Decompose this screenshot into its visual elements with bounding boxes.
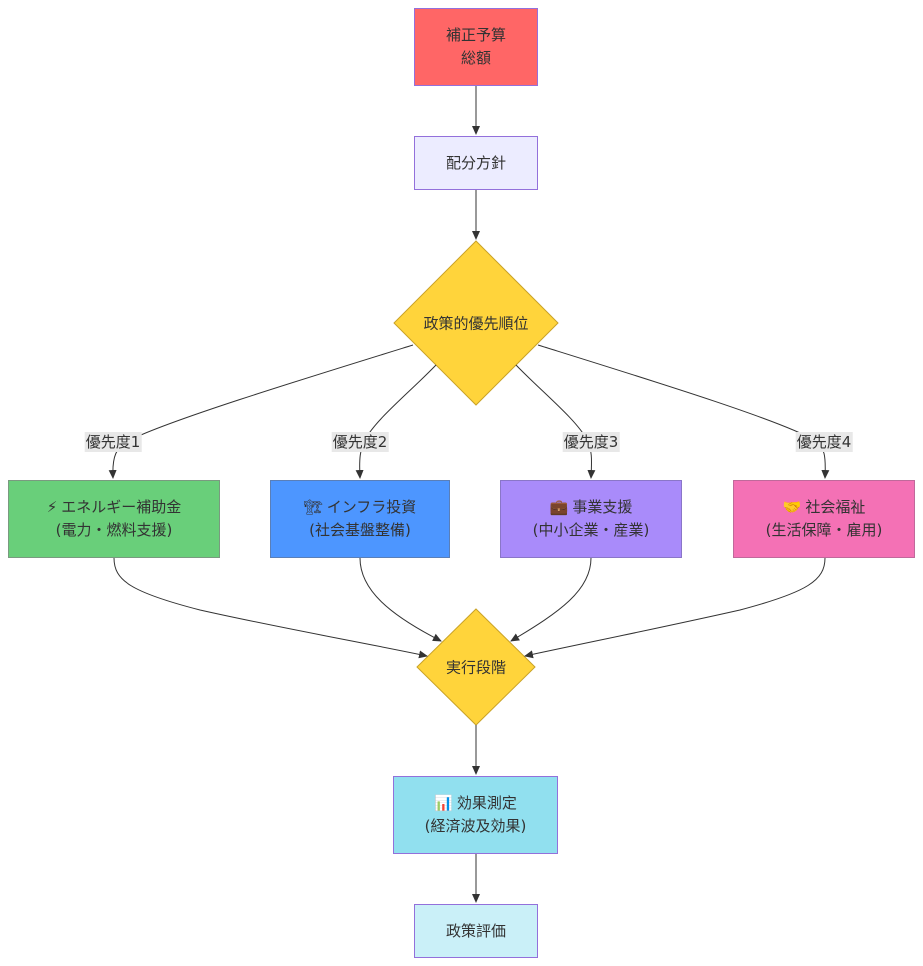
node-energy-line2: (電力・燃料支援) — [55, 521, 173, 539]
node-welfare-line1: 社会福祉 — [805, 498, 866, 516]
node-business-line1: 事業支援 — [572, 498, 633, 516]
node-measure-line2: (経済波及効果) — [424, 817, 527, 835]
node-energy-line1: エネルギー補助金 — [61, 498, 182, 516]
edge-infra-execute — [359, 557, 442, 642]
edge-label-priority-3: 優先度3 — [562, 432, 620, 452]
node-allocation-policy: 配分方針 — [414, 136, 538, 190]
node-business-support: 💼事業支援 (中小企業・産業) — [500, 480, 682, 558]
construction-icon: 🏗 — [303, 498, 323, 516]
node-effect-measurement: 📊効果測定 (経済波及効果) — [393, 776, 558, 854]
edge-label-priority-4: 優先度4 — [795, 432, 853, 452]
node-measure-line1: 効果測定 — [456, 794, 517, 812]
edge-label-priority-2: 優先度2 — [331, 432, 389, 452]
edge-label-priority-1: 優先度1 — [84, 432, 142, 452]
node-evaluate-label: 政策評価 — [445, 921, 506, 940]
priority-diamond — [393, 240, 559, 406]
node-infra-line2: (社会基盤整備) — [309, 521, 411, 539]
node-policy-priority-label: 政策的優先順位 — [423, 314, 529, 333]
edge-priority-welfare — [537, 344, 830, 479]
edge-priority-infra — [355, 364, 437, 479]
handshake-icon: 🤝 — [782, 498, 802, 516]
node-business-line2: (中小企業・産業) — [532, 521, 650, 539]
bar-chart-icon: 📊 — [434, 794, 453, 812]
edge-priority-business — [515, 364, 596, 479]
node-budget-line1: 補正予算 — [445, 26, 506, 44]
node-policy-label: 配分方針 — [445, 153, 506, 172]
briefcase-icon: 💼 — [549, 498, 569, 516]
node-budget-total: 補正予算 総額 — [414, 8, 538, 86]
edge-priority-energy — [108, 344, 414, 479]
edge-energy-execute — [113, 557, 428, 659]
node-budget-line2: 総額 — [460, 49, 491, 67]
node-social-welfare: 🤝社会福祉 (生活保障・雇用) — [733, 480, 915, 558]
lightning-icon: ⚡ — [46, 498, 58, 516]
node-infrastructure: 🏗インフラ投資 (社会基盤整備) — [270, 480, 450, 558]
node-execution-stage-label: 実行段階 — [445, 658, 507, 677]
node-welfare-line2: (生活保障・雇用) — [765, 521, 883, 539]
edge-welfare-execute — [524, 557, 826, 659]
node-policy-evaluation: 政策評価 — [414, 904, 538, 958]
edge-business-execute — [510, 557, 592, 642]
node-energy-subsidy: ⚡エネルギー補助金 (電力・燃料支援) — [8, 480, 220, 558]
node-infra-line1: インフラ投資 — [326, 498, 417, 516]
